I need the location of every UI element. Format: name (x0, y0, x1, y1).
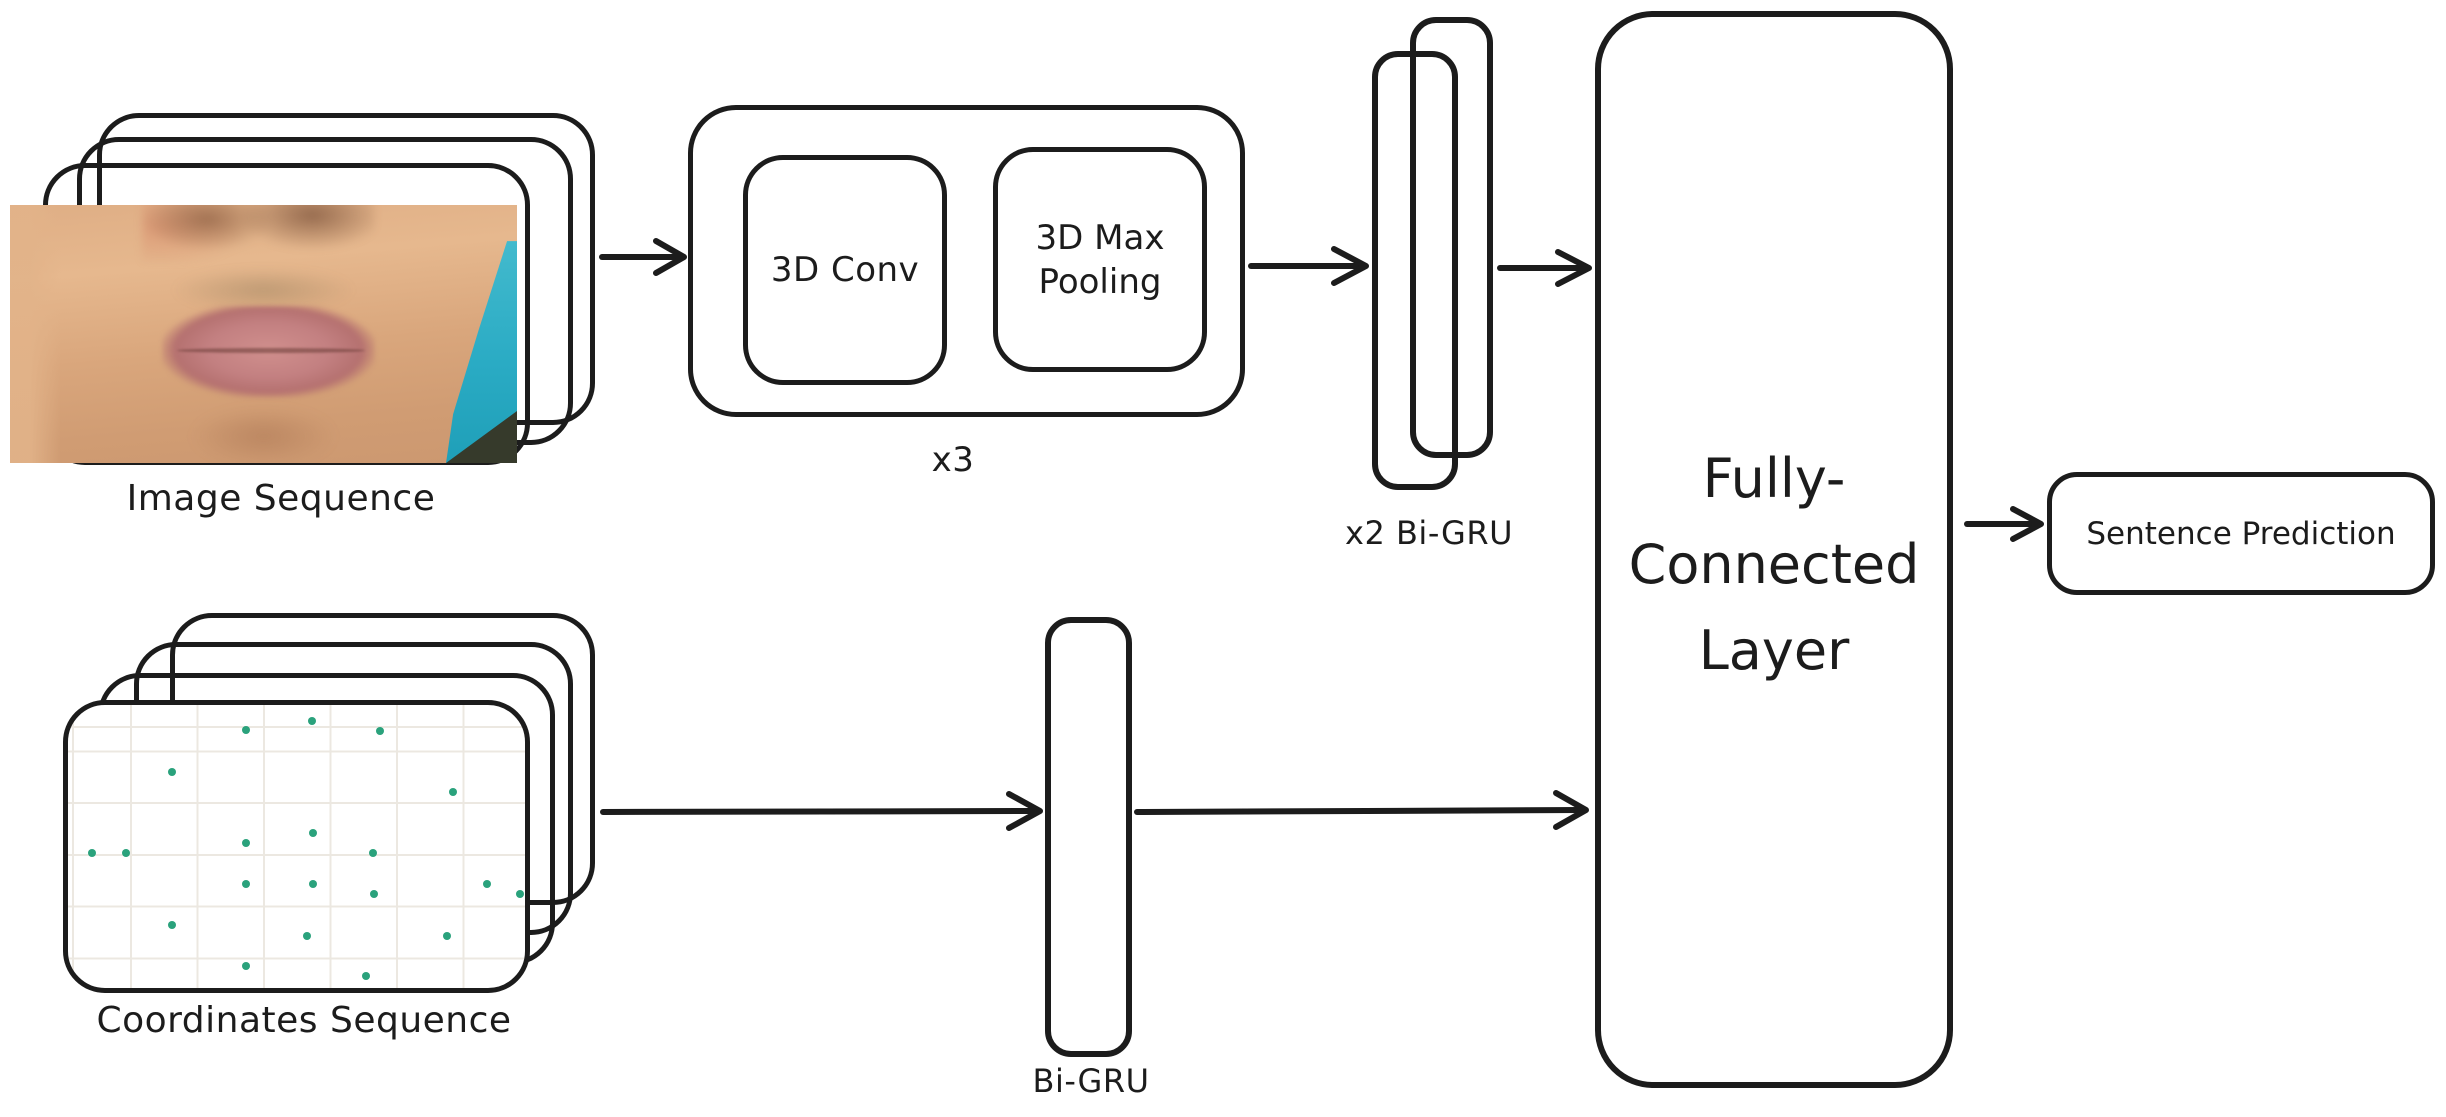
fc-label-line2: Connected (1628, 532, 1920, 596)
coordinate-dot (242, 839, 250, 847)
arrow-x2bigru-to-fc (1497, 249, 1592, 287)
coordinate-dot (483, 880, 491, 888)
conv3d-box: 3D Conv (743, 155, 947, 385)
coordinate-dot (242, 726, 250, 734)
fc-label-line1: Fully- (1702, 446, 1846, 510)
repeat-x3-label: x3 (931, 440, 975, 480)
mouth-line (177, 348, 365, 354)
coordinate-dot (168, 921, 176, 929)
image-sequence-label: Image Sequence (126, 478, 436, 519)
mouth-photo (10, 205, 517, 463)
fc-label-line3: Layer (1698, 618, 1850, 682)
coordinate-dot (309, 829, 317, 837)
conv3d-label: 3D Conv (770, 250, 920, 290)
chin-shadow (172, 406, 355, 463)
x2-bigru-bar-back (1410, 17, 1493, 458)
coordinate-dot (516, 890, 524, 898)
arrow-pool-to-x2bigru (1248, 246, 1369, 286)
nose-shadow (141, 205, 376, 262)
maxpool3d-label-line2: Pooling (1038, 261, 1162, 302)
maxpool3d-label-line1: 3D Max (1035, 217, 1165, 258)
coordinate-dot (370, 890, 378, 898)
coordinate-dot (443, 932, 451, 940)
arrow-fc-to-sentence (1964, 506, 2044, 542)
coordinate-dot (88, 849, 96, 857)
coordinate-dot (242, 880, 250, 888)
coordinate-dot (122, 849, 130, 857)
coordinate-dot (309, 880, 317, 888)
bigru-label: Bi-GRU (1032, 1062, 1150, 1100)
sentence-prediction-box: Sentence Prediction (2047, 472, 2435, 595)
coordinate-dot (168, 768, 176, 776)
coordinates-sequence-label: Coordinates Sequence (96, 1000, 512, 1041)
coordinate-dot (369, 849, 377, 857)
coordinate-dot (303, 932, 311, 940)
x2-bigru-label: x2 Bi-GRU (1345, 514, 1513, 552)
coordinate-dot (362, 972, 370, 980)
coordinate-dot (242, 962, 250, 970)
x2-bigru-bar-front (1372, 51, 1458, 490)
maxpool3d-box: 3D Max Pooling (993, 147, 1207, 372)
coordinate-dot (376, 727, 384, 735)
arrow-image-to-conv (599, 238, 687, 276)
coordinate-dot (308, 717, 316, 725)
bigru-bar (1045, 617, 1132, 1057)
fully-connected-box: Fully- Connected Layer (1595, 11, 1953, 1088)
arrow-coords-to-bigru (600, 791, 1043, 831)
upper-lip-shadow (146, 266, 381, 314)
sentence-prediction-label: Sentence Prediction (2086, 515, 2396, 552)
arrow-bigru-to-fc (1134, 790, 1589, 830)
coordinate-dot (449, 788, 457, 796)
coordinates-grid-panel (63, 700, 530, 993)
